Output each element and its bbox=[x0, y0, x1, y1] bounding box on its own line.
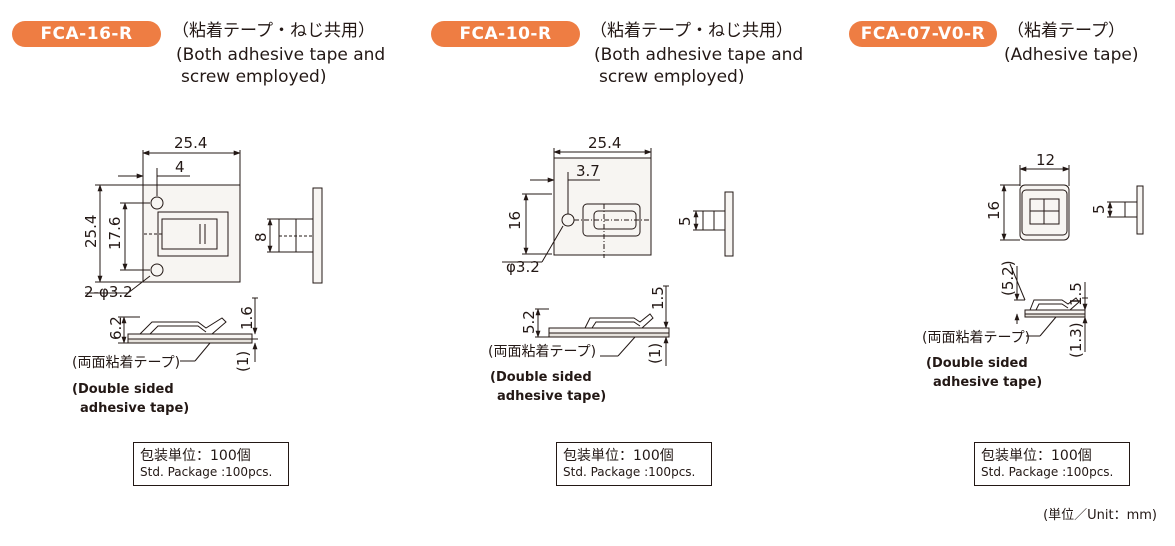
dim-fca-07-v0-r-profile-h: (5.2) bbox=[999, 260, 1017, 296]
fca-10-r-side-view bbox=[693, 191, 734, 257]
tape-label-en2-fca-10-r: adhesive tape) bbox=[497, 389, 607, 404]
dim-fca-10-r-offset: 3.7 bbox=[576, 162, 600, 180]
dim-fca-16-r-width: 25.4 bbox=[174, 134, 207, 152]
dim-fca-16-r-pitch: 17.6 bbox=[106, 217, 124, 250]
package-en: Std. Package :100pcs. bbox=[981, 465, 1114, 479]
package-box-fca-10-r: 包装単位：100個 Std. Package :100pcs. bbox=[556, 442, 712, 486]
dim-fca-16-r-side-w: 8 bbox=[252, 232, 270, 242]
type-en1-fca-07-v0-r: (Adhesive tape) bbox=[1004, 45, 1139, 65]
type-en2-fca-16-r: screw employed) bbox=[181, 67, 327, 87]
tape-label-en2-fca-07-v0-r: adhesive tape) bbox=[933, 375, 1043, 390]
dim-fca-16-r-offset: 4 bbox=[175, 158, 185, 176]
tape-label-en2-fca-16-r: adhesive tape) bbox=[80, 401, 190, 416]
dim-fca-10-r-width: 25.4 bbox=[588, 134, 621, 152]
type-jp-fca-10-r: （粘着テープ・ねじ共用） bbox=[590, 21, 793, 41]
tape-label-en1-fca-16-r: (Double sided bbox=[72, 382, 174, 397]
dim-fca-16-r-profile-h: 6.2 bbox=[107, 316, 125, 340]
model-badge-fca-10-r: FCA-10-R bbox=[431, 21, 580, 47]
dimension-labels: 25.4 4 25.4 17.6 2-φ3.2 8 6.2 1.6 (1) 25… bbox=[82, 134, 1108, 372]
package-en: Std. Package :100pcs. bbox=[140, 465, 273, 479]
dim-fca-07-v0-r-tape-t: (1.3) bbox=[1067, 322, 1085, 358]
dim-fca-10-r-height: 16 bbox=[506, 211, 524, 230]
tape-label-en1-fca-07-v0-r: (Double sided bbox=[926, 356, 1028, 371]
dim-fca-10-r-profile-h: 5.2 bbox=[520, 310, 538, 334]
model-badge-fca-16-r: FCA-16-R bbox=[12, 21, 161, 47]
tape-label-en1-fca-10-r: (Double sided bbox=[490, 370, 592, 385]
tape-label-jp-fca-16-r: (両面粘着テープ) bbox=[72, 355, 180, 371]
type-en1-fca-10-r: (Both adhesive tape and bbox=[594, 45, 804, 65]
type-en1-fca-16-r: (Both adhesive tape and bbox=[176, 45, 386, 65]
dim-fca-16-r-top-gap: 1.6 bbox=[238, 306, 256, 330]
fca-07-v0-r-front-view bbox=[1000, 165, 1070, 241]
dim-fca-10-r-top-gap: 1.5 bbox=[649, 286, 667, 310]
fca-16-r-front-view bbox=[85, 150, 241, 294]
dim-fca-07-v0-r-side-w: 5 bbox=[1090, 204, 1108, 214]
dim-fca-10-r-side-w: 5 bbox=[676, 216, 694, 226]
tape-label-jp-fca-07-v0-r: (両面粘着テープ) bbox=[922, 330, 1030, 346]
dim-fca-16-r-hole: 2-φ3.2 bbox=[84, 283, 133, 301]
fca-10-r-front-view bbox=[502, 148, 652, 263]
package-en: Std. Package :100pcs. bbox=[563, 465, 696, 479]
type-jp-fca-16-r: （粘着テープ・ねじ共用） bbox=[172, 21, 375, 41]
type-jp-fca-07-v0-r: （粘着テープ） bbox=[1007, 21, 1125, 41]
dim-fca-16-r-tape-t: (1) bbox=[234, 351, 252, 372]
model-badge-fca-07-v0-r: FCA-07-V0-R bbox=[849, 21, 997, 47]
type-en2-fca-10-r: screw employed) bbox=[599, 67, 745, 87]
fca-10-r-profile bbox=[535, 285, 670, 366]
dim-fca-10-r-hole: φ3.2 bbox=[506, 258, 540, 276]
dim-fca-07-v0-r-height: 16 bbox=[985, 201, 1003, 220]
package-jp: 包装単位：100個 bbox=[981, 448, 1092, 464]
fca-16-r-profile bbox=[118, 297, 258, 362]
fca-07-v0-r-side-view bbox=[1107, 185, 1144, 235]
dim-fca-10-r-tape-t: (1) bbox=[646, 343, 664, 364]
dim-fca-07-v0-r-top-gap: 1.5 bbox=[1067, 282, 1085, 306]
fca-16-r-side-view bbox=[267, 187, 323, 284]
dim-fca-07-v0-r-width: 12 bbox=[1036, 151, 1055, 169]
package-box-fca-16-r: 包装単位：100個 Std. Package :100pcs. bbox=[133, 442, 289, 486]
package-jp: 包装単位：100個 bbox=[140, 448, 251, 464]
unit-note: (単位／Unit：mm) bbox=[1043, 508, 1157, 523]
package-box-fca-07-v0-r: 包装単位：100個 Std. Package :100pcs. bbox=[974, 442, 1130, 486]
tape-label-jp-fca-10-r: (両面粘着テープ) bbox=[488, 344, 596, 360]
package-jp: 包装単位：100個 bbox=[563, 448, 674, 464]
dim-fca-16-r-height: 25.4 bbox=[82, 215, 100, 248]
fca-07-v0-r-profile bbox=[1009, 263, 1088, 352]
